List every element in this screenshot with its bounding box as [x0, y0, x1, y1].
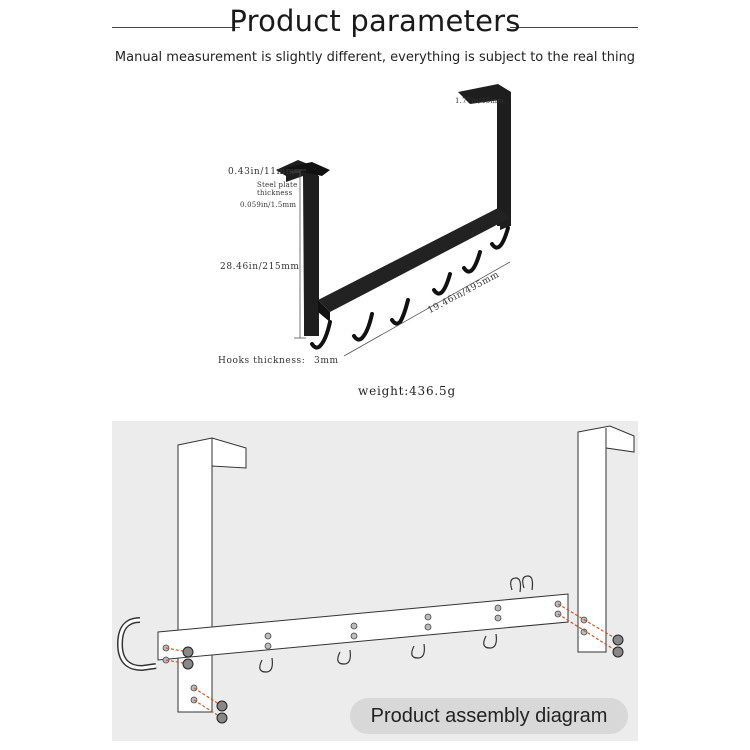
hooks — [310, 226, 510, 350]
dim-top-width: 0.43in/11mm — [228, 167, 295, 177]
dim-hooks-thickness-label: Hooks thickness: — [218, 356, 306, 366]
assembly-caption: Product assembly diagram — [350, 698, 628, 734]
dim-right-top: 1.77in/45mm — [455, 97, 505, 105]
dim-plate-thickness: 0.059in/1.5mm — [240, 201, 297, 209]
page-title: Product parameters — [229, 4, 521, 38]
header-rule-left — [112, 27, 240, 28]
product-illustration — [276, 84, 511, 357]
crossbar — [318, 208, 510, 312]
dim-plate-label: Steel plate thickness — [257, 181, 298, 197]
page-subtitle: Manual measurement is slightly different… — [114, 50, 636, 65]
dim-hooks-thickness-value: 3mm — [314, 356, 339, 366]
weight-label: weight:436.5g — [358, 384, 456, 398]
header-rule-right — [510, 27, 638, 28]
dim-height: 28.46in/215mm — [220, 262, 300, 272]
